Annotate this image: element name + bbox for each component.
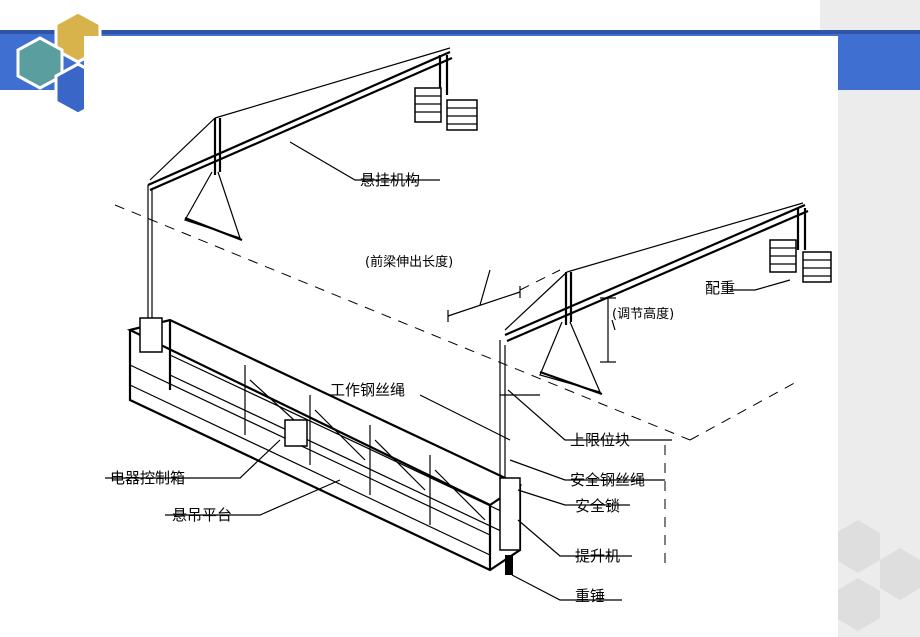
label-safety-wire-rope: 安全钢丝绳 [570, 471, 645, 489]
label-front-beam-extension: (前梁伸出长度) [365, 254, 453, 270]
dimension-lines [447, 286, 616, 363]
control-box-shape [284, 419, 308, 447]
wire-ropes [147, 185, 506, 480]
leader-lines [105, 141, 791, 601]
label-safety-lock: 安全锁 [575, 497, 620, 515]
content-area [84, 36, 838, 637]
left-suspension-mechanism [147, 47, 478, 242]
label-upper-limit-block: 上限位块 [570, 431, 630, 449]
label-suspension-mechanism: 悬挂机构 [360, 171, 420, 189]
label-adjust-height: (调节高度) [612, 306, 674, 322]
label-hoist: 提升机 [575, 547, 620, 565]
hoist-shape [499, 477, 521, 551]
label-heavy-hammer: 重锤 [575, 587, 605, 605]
label-counterweight: 配重 [705, 279, 735, 297]
suspended-platform-frame [126, 317, 523, 575]
callout-labels: 悬挂机构 (前梁伸出长度) 配重 (调节高度) 工作钢丝绳 上限位块 安全钢丝绳… [110, 171, 735, 605]
label-electrical-control-box: 电器控制箱 [110, 469, 185, 487]
heavy-hammer-shape [505, 555, 513, 575]
building-outline [114, 204, 801, 565]
right-suspension-mechanism [504, 202, 832, 396]
top-theme-line [0, 30, 920, 34]
label-suspended-platform: 悬吊平台 [172, 506, 232, 524]
label-working-wire-rope: 工作钢丝绳 [330, 381, 405, 399]
side-hexagon-pattern [836, 520, 920, 631]
